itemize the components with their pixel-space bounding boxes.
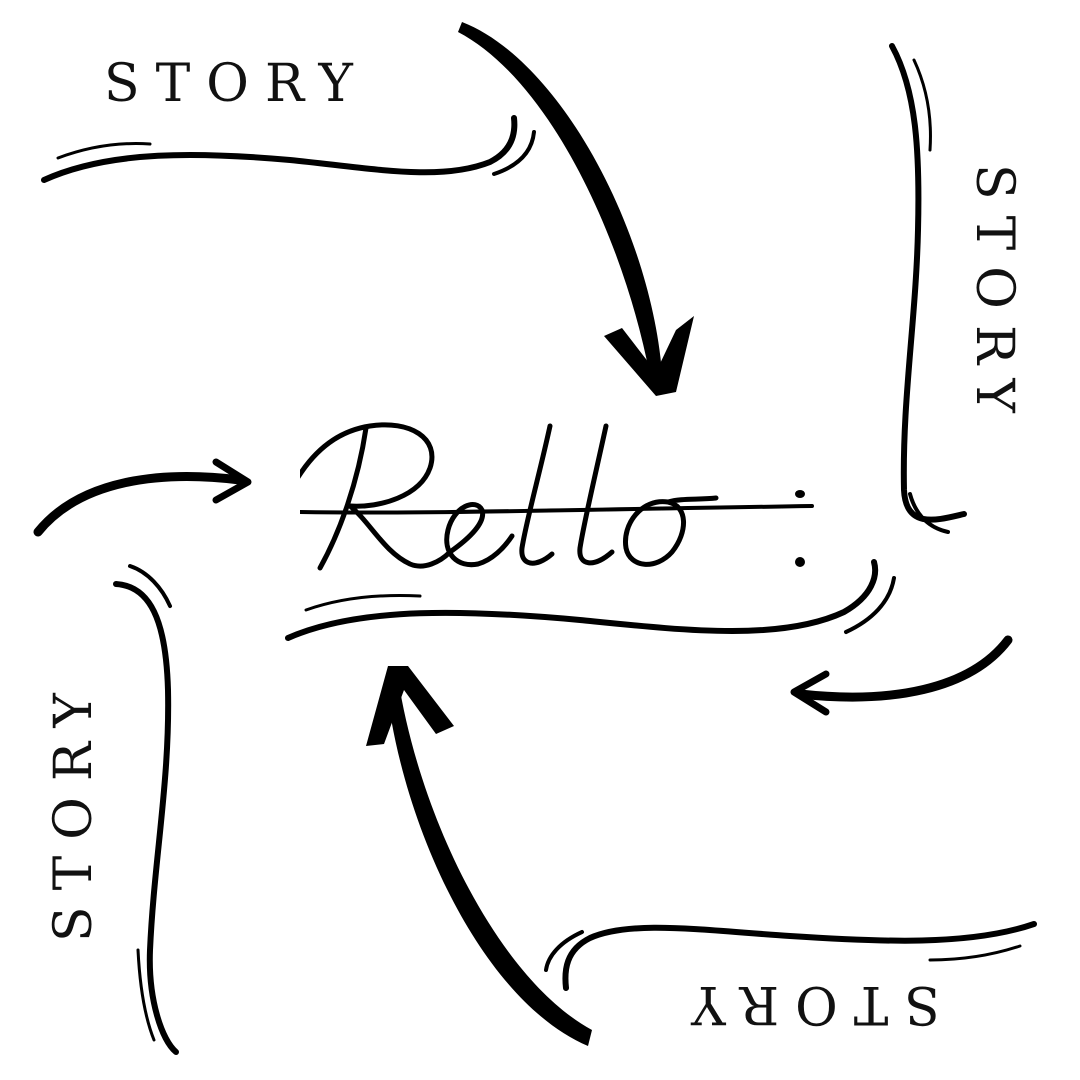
swash-left-curl [128, 564, 172, 608]
swash-right-curl [908, 492, 950, 534]
swash-top-left [41, 115, 518, 183]
swash-bottom-right-curl [544, 930, 584, 972]
arrow-right-shaft [795, 635, 1013, 702]
story-label-top-left: STORY [104, 54, 369, 114]
story-label-left: STORY [44, 677, 104, 942]
arrow-left-shaft [33, 472, 245, 537]
swash-top-left-curl [492, 130, 536, 176]
swash-right [889, 43, 967, 523]
brand-underline-curl [844, 576, 896, 634]
story-label-bottom-right: STORY [675, 974, 940, 1034]
swash-bottom-right [562, 921, 1037, 991]
swash-left-accent [136, 948, 156, 1042]
story-label-right: STORY [964, 164, 1024, 429]
brand-wordmark [300, 422, 814, 571]
swash-top-left-accent [56, 142, 152, 160]
arrow-bottom-shaft [386, 678, 592, 1046]
arrow-top-head [604, 316, 694, 396]
arrow-right-head [790, 670, 830, 716]
brand-underline [285, 559, 879, 641]
brand-underline-accent [304, 594, 422, 612]
swash-right-accent [912, 58, 932, 152]
arrow-left-head [212, 458, 252, 504]
swash-left [113, 581, 179, 1055]
arrow-top-shaft [458, 22, 662, 376]
swash-bottom-right-accent [928, 944, 1022, 962]
arrow-bottom-head [366, 666, 454, 746]
